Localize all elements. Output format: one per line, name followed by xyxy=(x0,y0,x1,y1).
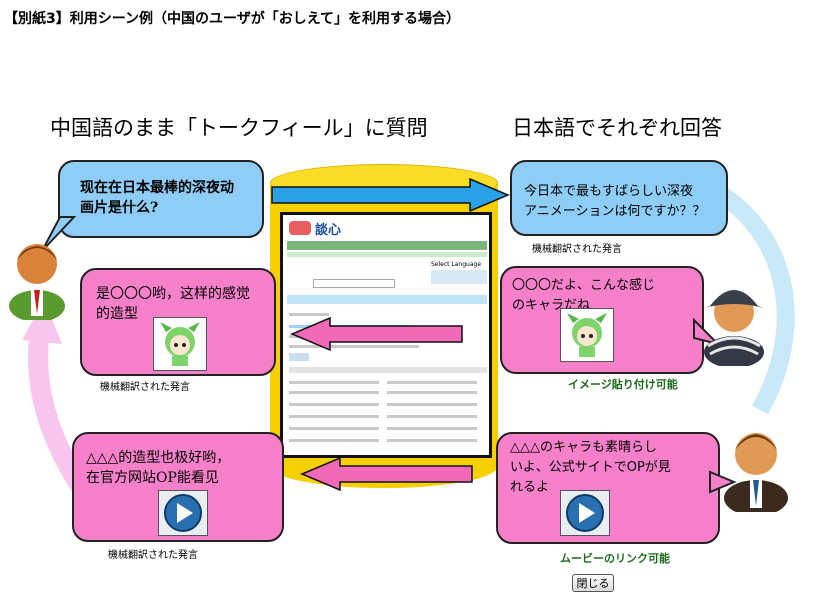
mt-caption-question: 機械翻訳された発言 xyxy=(532,240,622,255)
movie-link-caption: ムービーのリンク可能 xyxy=(560,550,670,566)
play-button-art xyxy=(159,491,207,535)
image-paste-caption: イメージ貼り付け可能 xyxy=(568,376,678,392)
close-button[interactable]: 閉じる xyxy=(572,574,614,592)
play-button-art xyxy=(561,491,609,535)
mt-caption-answer2: 機械翻訳された発言 xyxy=(108,546,198,561)
question-text-chinese: 现在在日本最棒的深夜动 画片是什么? xyxy=(80,178,234,218)
left-arrow-icon xyxy=(302,458,472,490)
answer2-text-japanese: △△△のキャラも素晴らし いよ、公式サイトでOPが見 れるよ xyxy=(510,438,671,498)
answer2-text-chinese: △△△的造型也极好哟， 在官方网站OP能看见 xyxy=(86,448,230,488)
mt-caption-answer1: 機械翻訳された発言 xyxy=(100,378,190,393)
anime-character-icon xyxy=(153,317,207,371)
japanese-user-avatar-hat xyxy=(698,270,770,366)
anime-character-icon xyxy=(560,308,614,362)
right-arrow-icon xyxy=(272,179,508,211)
chinese-user-avatar xyxy=(6,230,68,320)
play-button-icon[interactable] xyxy=(560,490,610,536)
left-arrow-icon xyxy=(292,318,462,350)
play-button-icon[interactable] xyxy=(158,490,208,536)
japanese-user-avatar-tie xyxy=(720,416,792,512)
anime-character-art xyxy=(561,309,613,361)
anime-character-art xyxy=(154,318,206,370)
question-text-japanese: 今日本で最もすばらしい深夜 アニメーションは何ですか？？ xyxy=(524,182,705,222)
